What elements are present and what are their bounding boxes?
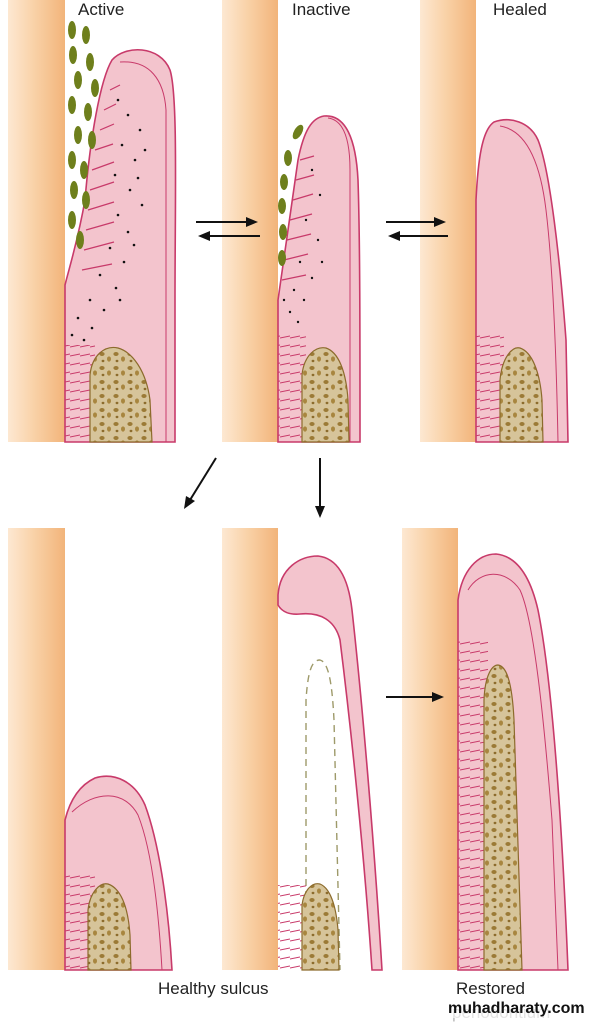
tooth-root	[222, 528, 278, 970]
bacteria	[68, 21, 99, 249]
inflammatory-cells	[282, 168, 324, 324]
panel-repair	[222, 528, 383, 971]
gingiva-inner-line	[71, 795, 163, 971]
panel-healthy-sulcus	[8, 528, 173, 971]
arrows	[184, 217, 448, 702]
bacteria	[278, 124, 304, 266]
pdl-fibers	[458, 640, 488, 970]
alveolar-bone	[87, 883, 132, 971]
alveolar-bone	[499, 347, 544, 443]
label-active: Active	[78, 0, 125, 19]
gingiva-inner-line	[499, 125, 559, 443]
gingiva-inner-line	[327, 117, 351, 442]
panel-inactive	[222, 0, 361, 443]
pdl-fibers	[278, 885, 306, 970]
label-restored: Restored	[456, 979, 525, 998]
tooth-root	[402, 528, 458, 970]
arrow-healed-to-inactive	[388, 231, 448, 241]
rete-ridges	[81, 84, 121, 271]
pdl-fibers	[278, 330, 306, 442]
watermark: muhadharaty.com	[446, 1000, 587, 1018]
arrow-active-to-inactive	[196, 217, 258, 227]
arrow-repair-to-restored	[386, 692, 444, 702]
gingiva-band	[277, 555, 383, 971]
inflammatory-cells	[70, 98, 147, 342]
alveolar-bone	[301, 883, 340, 971]
pdl-fibers	[476, 330, 504, 442]
label-healthy-sulcus: Healthy sulcus	[158, 979, 269, 998]
alveolar-bone	[301, 347, 350, 443]
rete-ridges	[281, 155, 315, 281]
panel-restored	[402, 528, 569, 971]
arrow-active-to-healthy	[184, 457, 217, 509]
alveolar-bone	[483, 664, 523, 971]
alveolar-bone	[89, 346, 153, 443]
arrow-inactive-down	[315, 458, 325, 518]
healing-outline	[305, 659, 341, 971]
arrow-inactive-to-healed	[386, 217, 446, 227]
tooth-root	[8, 0, 65, 442]
gingiva-inner-line	[467, 573, 559, 971]
arrow-inactive-to-active	[198, 231, 260, 241]
tooth-root	[8, 528, 65, 970]
label-inactive: Inactive	[292, 0, 351, 19]
label-healed: Healed	[493, 0, 547, 19]
panel-active	[8, 0, 177, 443]
gingiva-inner-line	[119, 61, 167, 442]
